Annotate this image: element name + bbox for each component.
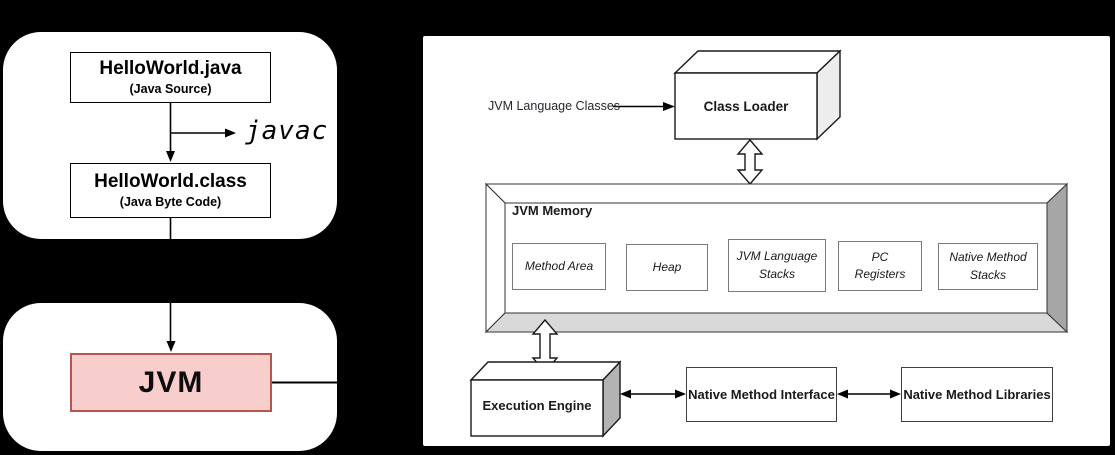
architecture-shapes: [469, 49, 1069, 438]
execution-engine-top-face: [469, 361, 622, 381]
arrowhead-right-icon: [225, 128, 236, 138]
arrowhead-down-icon: [166, 341, 176, 352]
memory-frame-right-bevel: [1046, 182, 1068, 334]
class-loader-front-face: [674, 72, 818, 140]
bytecode-file-subtitle: (Java Byte Code): [119, 194, 222, 209]
class-loader-top-face: [673, 50, 842, 74]
bytecode-file-box: HelloWorld.class (Java Byte Code): [70, 163, 271, 218]
native-method-libraries-box: Native Method Libraries: [901, 367, 1053, 422]
arrowhead-down-icon: [166, 151, 175, 162]
jvm-architecture-content: JVM Language Classes Class Loader JVM Me…: [423, 36, 1110, 446]
class-loader-label: Class Loader: [703, 98, 789, 114]
jvm-memory-title: JVM Memory: [512, 203, 593, 218]
class-loader-cuboid: [673, 49, 842, 141]
memory-frame-top-bevel: [484, 183, 1069, 204]
execution-engine-cuboid: [469, 360, 622, 438]
memory-component-native-method-stacks: Native Method Stacks: [938, 243, 1038, 290]
native-method-libraries-label: Native Method Libraries: [903, 387, 1051, 402]
jvm-box-label: JVM: [138, 365, 204, 399]
execution-engine-front-face: [470, 379, 604, 437]
javac-compiler-label: javac: [245, 116, 329, 146]
memory-frame-left-bevel: [485, 182, 506, 334]
bytecode-file-title: HelloWorld.class: [94, 171, 247, 193]
native-method-interface-label: Native Method Interface: [688, 387, 835, 402]
memory-component-jvm-language-stacks: JVM Language Stacks: [728, 239, 826, 292]
source-file-box: HelloWorld.java (Java Source): [70, 52, 271, 103]
memory-component-heap: Heap: [626, 244, 708, 291]
source-file-subtitle: (Java Source): [129, 81, 212, 96]
jvm-language-classes-label: JVM Language Classes: [488, 99, 621, 113]
jvm-box: JVM: [70, 353, 272, 412]
arrowhead-left-icon: [620, 389, 631, 399]
arrowhead-right-icon: [890, 389, 901, 399]
memory-component-method-area: Method Area: [512, 243, 606, 290]
loader-memory-double-arrow-icon: [736, 138, 764, 186]
arrowhead-left-icon: [837, 389, 848, 399]
arrowhead-right-icon: [663, 102, 675, 111]
execution-engine-label: Execution Engine: [482, 397, 592, 413]
memory-frame-bottom-bevel: [484, 312, 1069, 333]
source-file-title: HelloWorld.java: [99, 58, 242, 80]
memory-component-pc-registers: PC Registers: [838, 241, 922, 291]
native-method-interface-box: Native Method Interface: [686, 367, 837, 422]
arrowhead-right-icon: [675, 389, 686, 399]
